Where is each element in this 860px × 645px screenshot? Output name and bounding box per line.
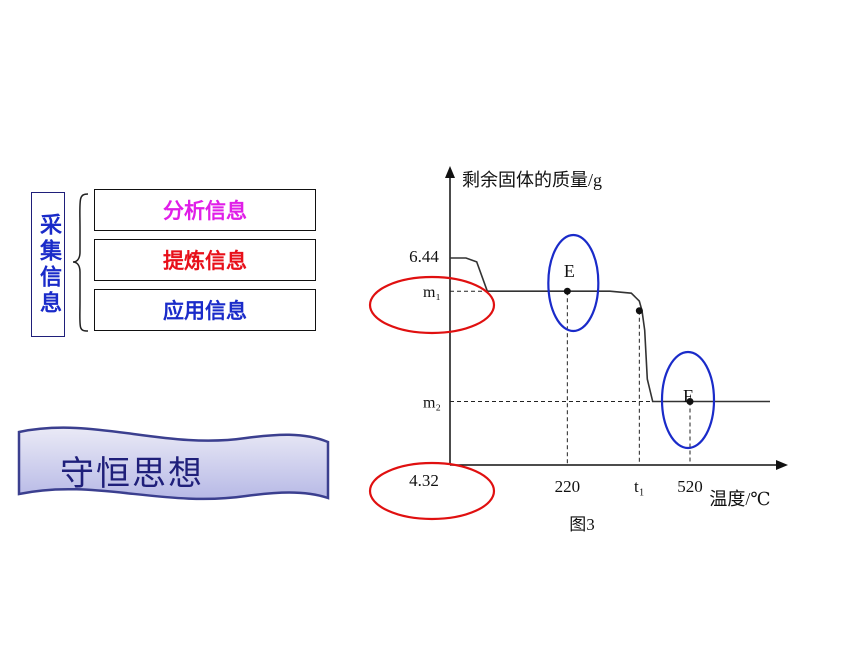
highlight-e-circle bbox=[547, 233, 600, 333]
point-f bbox=[686, 398, 694, 406]
apply-info-box: 应用信息 bbox=[94, 289, 316, 331]
banner-text: 守恒思想 bbox=[60, 454, 204, 494]
brace-icon bbox=[72, 193, 89, 332]
chart-curve bbox=[450, 257, 770, 403]
point-e bbox=[563, 287, 571, 295]
y-tick-m2: m₂ bbox=[423, 395, 441, 412]
y-tick-4-32: 4.32 bbox=[409, 471, 439, 490]
y-tick-6-44: 6.44 bbox=[409, 247, 439, 266]
label-f: F bbox=[683, 386, 693, 406]
analyze-info-box: 分析信息 bbox=[94, 189, 316, 231]
mass-temperature-chart: 剩余固体的质量/g 温度/℃ 图3 6.44 m₁ m₂ 4.32 220 t₁ 520 E F bbox=[368, 166, 788, 534]
highlight-f-circle bbox=[660, 350, 716, 450]
refine-info-box: 提炼信息 bbox=[94, 239, 316, 281]
chart-title: 图3 bbox=[569, 515, 595, 534]
x-tick-520: 520 bbox=[677, 477, 703, 496]
label-e: E bbox=[564, 261, 575, 281]
x-tick-220: 220 bbox=[555, 477, 581, 496]
chart-marks bbox=[563, 287, 694, 406]
y-tick-m1: m₁ bbox=[423, 284, 441, 301]
point-t1 bbox=[635, 307, 643, 315]
mass-curve bbox=[450, 257, 770, 403]
x-tick-t1: t₁ bbox=[634, 477, 645, 496]
chart-axes bbox=[445, 166, 788, 470]
chart-labels: 剩余固体的质量/g 温度/℃ 图3 6.44 m₁ m₂ 4.32 220 t₁ 520 E F bbox=[409, 170, 770, 534]
chart-highlights bbox=[368, 233, 716, 521]
vertical-label: 采集信息 bbox=[36, 212, 61, 317]
chart-guides bbox=[450, 290, 760, 465]
x-axis-label: 温度/℃ bbox=[709, 489, 770, 509]
vertical-label-box: 采集信息 bbox=[31, 192, 65, 337]
y-axis-arrow bbox=[445, 166, 455, 178]
highlight-4-32-circle bbox=[368, 461, 496, 521]
banner-ribbon bbox=[17, 426, 330, 501]
y-axis-label: 剩余固体的质量/g bbox=[462, 170, 602, 190]
x-axis-arrow bbox=[776, 460, 788, 470]
highlight-m1-circle bbox=[368, 275, 496, 335]
